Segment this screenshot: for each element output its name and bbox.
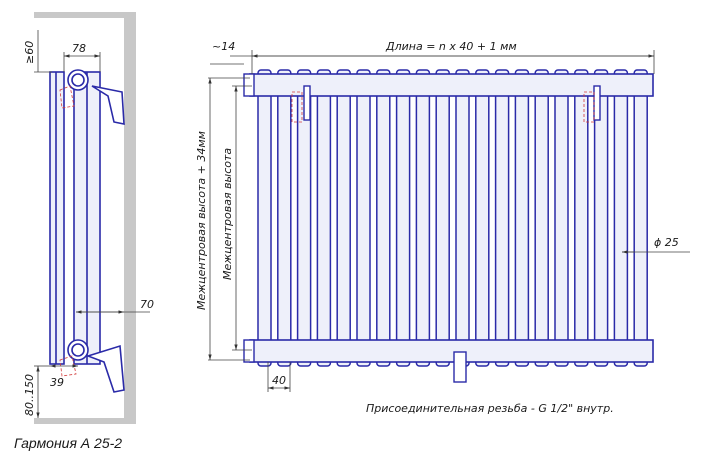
radiator-tube — [613, 69, 629, 367]
dim-length: Длина = n x 40 + 1 мм — [385, 40, 517, 53]
radiator-tube — [534, 69, 549, 367]
radiator-tube — [574, 69, 589, 367]
caption: Гармония А 25-2 — [14, 435, 122, 451]
radiator-tube — [296, 69, 312, 367]
dim-inner: 70 — [140, 298, 154, 311]
dim-diameter: ϕ 25 — [654, 236, 679, 249]
dim-height-center: Межцентровая высота — [221, 148, 234, 280]
front-view: ~14 Длина = n x 40 + 1 мм Межцентровая в… — [195, 40, 690, 415]
radiator-tube — [316, 69, 332, 367]
dim-top-gap: ≥60 — [23, 41, 36, 64]
radiator-tube — [435, 69, 450, 367]
radiator-tube — [395, 69, 411, 367]
wall — [124, 12, 136, 424]
radiator-tube — [336, 69, 351, 367]
radiator-tube — [277, 69, 292, 367]
radiator-tube — [257, 69, 272, 367]
radiator-sections — [257, 69, 648, 367]
dim-width: 78 — [72, 42, 86, 55]
radiator-tube — [415, 69, 431, 367]
thread-note: Присоединительная резьба - G 1/2" внутр. — [366, 402, 614, 415]
radiator-tube — [593, 69, 609, 367]
radiator-tube — [633, 69, 648, 367]
dim-bottom-gap: 80..150 — [23, 374, 36, 416]
wall-brackets — [303, 85, 601, 383]
radiator-tube — [376, 69, 391, 367]
side-view: ≥60 78 70 39 80..150 — [23, 12, 154, 424]
radiator-tube — [356, 69, 371, 367]
dim-pipe: 39 — [50, 376, 64, 389]
radiator-tube — [554, 69, 569, 367]
dim-offset: ~14 — [212, 40, 235, 53]
dim-height-full: Межцентровая высота + 34мм — [195, 131, 208, 310]
dim-section: 40 — [272, 374, 286, 387]
collectors — [249, 73, 654, 363]
radiator-tube — [494, 69, 510, 367]
radiator-tube — [455, 69, 470, 367]
side-radiator-body — [49, 69, 125, 393]
radiator-tube — [514, 69, 530, 367]
radiator-tube — [475, 69, 490, 367]
